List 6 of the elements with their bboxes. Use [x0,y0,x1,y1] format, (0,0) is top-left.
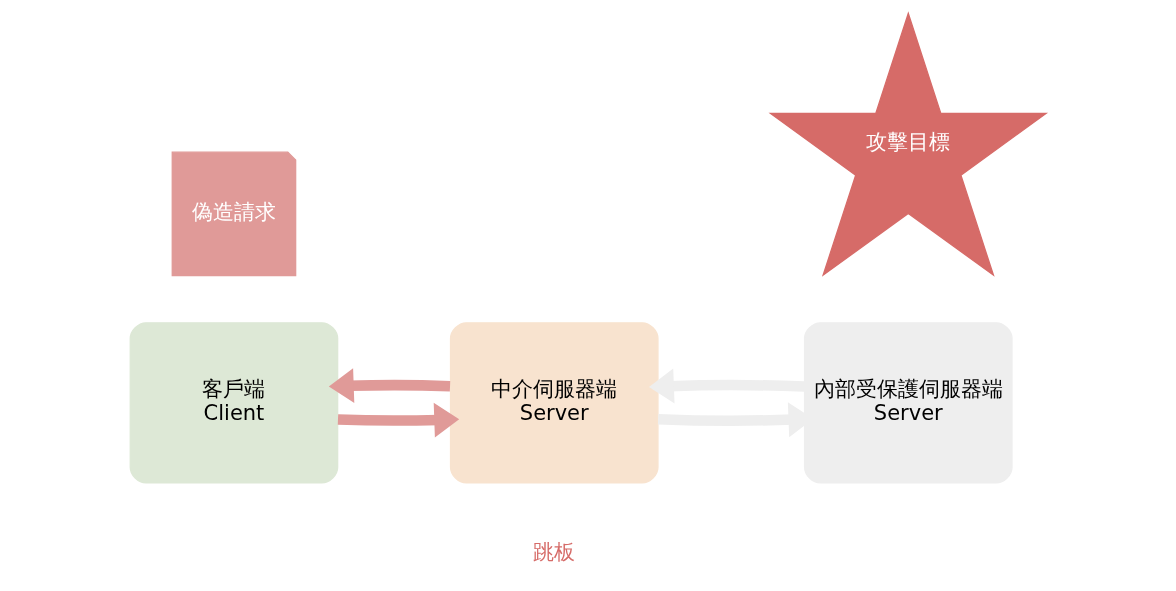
arrow [337,402,460,438]
arrow [649,368,805,404]
node-box: 中介伺服器端 Server [449,322,659,484]
node-label: 跳板 [533,539,576,564]
node-box: 客戶端 Client [129,322,339,484]
arrow [328,368,451,404]
